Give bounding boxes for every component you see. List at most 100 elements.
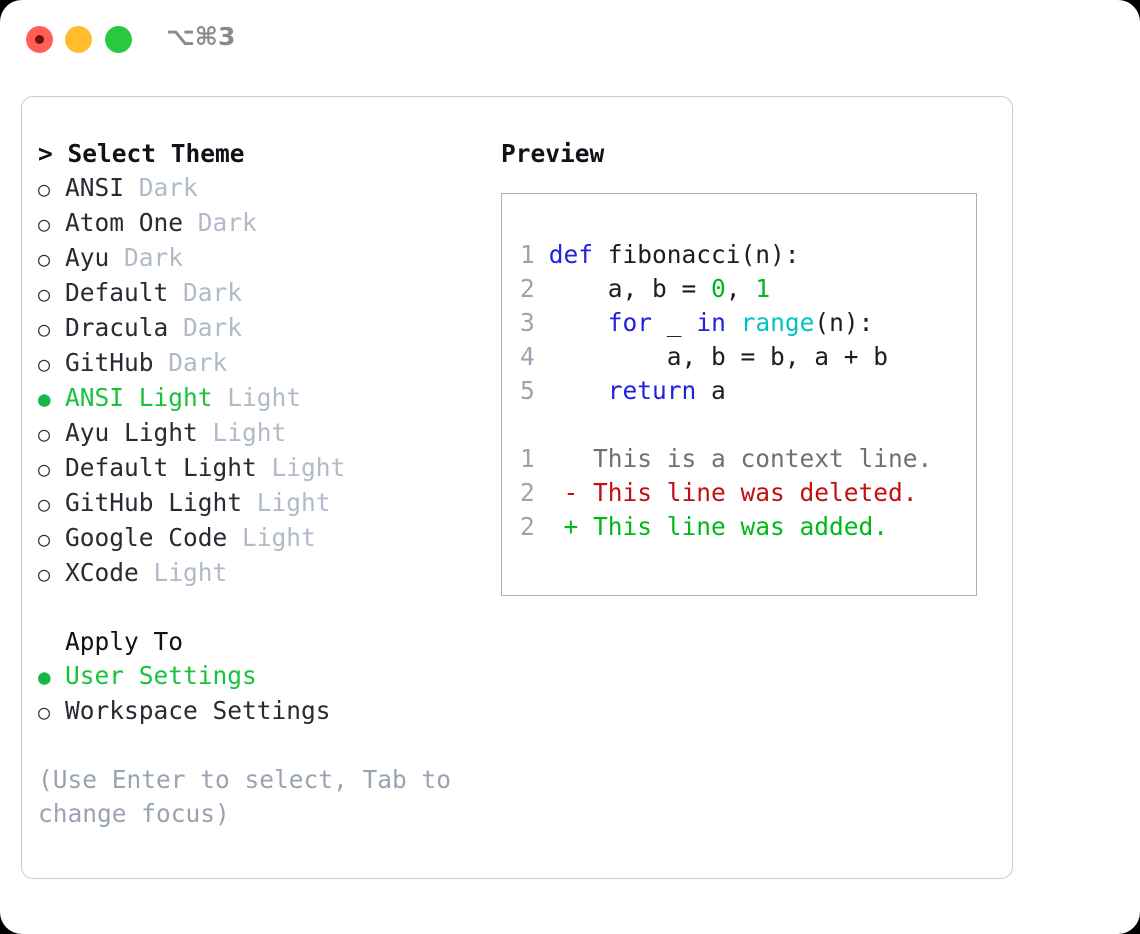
theme-option-badge: Light: [212, 418, 287, 447]
theme-list: ○ ANSI Dark ○ Atom One Dark ○ Ayu Dark ○ Defaul…: [38, 171, 478, 591]
list-spacer: [38, 591, 478, 625]
theme-picker-pane: > Select Theme ○ANSI Dark○Atom One Dark○…: [38, 137, 478, 831]
diff-line: 2 - This line was deleted.: [520, 476, 976, 510]
gutter-space: [534, 240, 549, 269]
theme-option-badge: Light: [227, 383, 302, 412]
theme-option-default-light[interactable]: ○ Default Light Light: [38, 451, 478, 486]
code-line: 4 a, b = b, a + b: [520, 340, 976, 374]
code-token: a, b =: [548, 274, 712, 303]
theme-option-badge: Dark: [124, 243, 184, 272]
apply-to-option-name: User Settings: [65, 661, 257, 690]
line-number: 3: [520, 308, 535, 337]
code-token: [549, 376, 608, 405]
diff-line-number: 1: [520, 444, 535, 473]
theme-option-name: Ayu: [65, 243, 125, 272]
apply-to-list: ● User Settings ○Workspace Settings: [38, 659, 478, 729]
radio-unselected-icon: ○: [38, 247, 51, 271]
gutter-space: [534, 342, 549, 371]
theme-option-google-code[interactable]: ○Google Code Light: [38, 521, 478, 556]
apply-to-option-user-settings[interactable]: ● User Settings: [38, 659, 478, 694]
diff-sample: 1 This is a context line.2 - This line w…: [520, 442, 976, 544]
diff-line-text: This is a context line.: [534, 444, 933, 473]
code-token: range: [740, 308, 815, 337]
title-bar: ⌥⌘3: [0, 0, 1140, 78]
code-token: [549, 308, 608, 337]
theme-option-atom-one[interactable]: ○Atom One Dark: [38, 206, 478, 241]
radio-unselected-icon: ○: [38, 562, 51, 586]
theme-option-name: GitHub: [65, 348, 169, 377]
theme-option-badge: Dark: [168, 348, 228, 377]
theme-option-dracula[interactable]: ○Dracula Dark: [38, 311, 478, 346]
theme-option-ayu-light[interactable]: ○Ayu Light Light: [38, 416, 478, 451]
theme-option-ansi[interactable]: ○ ANSI Dark: [38, 171, 478, 206]
theme-option-badge: Light: [256, 488, 331, 517]
preview-pane: Preview 1 def fibonacci(n):2 a, b = 0, 1…: [501, 137, 996, 596]
theme-option-badge: Dark: [183, 278, 243, 307]
theme-option-badge: Light: [242, 523, 316, 552]
theme-option-ayu[interactable]: ○ Ayu Dark: [38, 241, 478, 276]
code-token: 1: [755, 274, 771, 303]
theme-option-badge: Dark: [138, 173, 198, 202]
theme-option-github[interactable]: ○ GitHub Dark: [38, 346, 478, 381]
code-line: 5 return a: [520, 374, 976, 408]
code-token: return: [607, 376, 697, 405]
theme-option-name: GitHub Light: [65, 488, 257, 517]
apply-to-label: Apply To: [65, 627, 184, 656]
gutter-space: [534, 308, 549, 337]
radio-unselected-icon: ○: [38, 700, 51, 724]
select-theme-header: > Select Theme: [38, 139, 245, 168]
theme-option-name: Default Light: [65, 453, 272, 482]
dialog-frame: > Select Theme ○ANSI Dark○Atom One Dark○…: [21, 96, 1013, 879]
code-diff-spacer: [520, 408, 976, 442]
code-token: ,: [725, 274, 756, 303]
code-token: (n):: [814, 308, 874, 337]
line-number: 4: [520, 342, 535, 371]
radio-unselected-icon: ○: [38, 492, 51, 516]
code-token: [726, 308, 741, 337]
code-token: in: [696, 308, 726, 337]
code-token: fibonacci(n):: [607, 240, 800, 269]
radio-unselected-icon: ○: [38, 422, 51, 446]
theme-option-ansi-light[interactable]: ● ANSI Light Light: [38, 381, 478, 416]
keyboard-shortcut-label: ⌥⌘3: [166, 22, 236, 51]
theme-option-badge: Light: [271, 453, 346, 482]
code-token: def: [548, 240, 608, 269]
theme-option-default[interactable]: ○ Default Dark: [38, 276, 478, 311]
close-button[interactable]: [26, 26, 53, 53]
radio-unselected-icon: ○: [38, 317, 51, 341]
code-token: for: [607, 308, 653, 337]
radio-unselected-icon: ○: [38, 177, 51, 201]
diff-line-text: - This line was deleted.: [534, 478, 918, 507]
radio-unselected-icon: ○: [38, 282, 51, 306]
radio-unselected-icon: ○: [38, 527, 51, 551]
gutter-space: [534, 274, 549, 303]
code-token: a, b = b, a + b: [548, 342, 889, 371]
theme-option-name: XCode: [65, 558, 154, 587]
radio-unselected-icon: ○: [38, 352, 51, 376]
theme-option-name: Atom One: [65, 208, 198, 237]
minimize-button[interactable]: [65, 26, 92, 53]
radio-selected-icon: ●: [38, 387, 51, 411]
maximize-button[interactable]: [105, 26, 132, 53]
theme-option-name: Default: [65, 278, 184, 307]
theme-option-github-light[interactable]: ○ GitHub Light Light: [38, 486, 478, 521]
code-token: _: [652, 308, 697, 337]
apply-to-option-workspace-settings[interactable]: ○Workspace Settings: [38, 694, 478, 729]
diff-line: 2 + This line was added.: [520, 510, 976, 544]
gutter-space: [534, 376, 549, 405]
radio-unselected-icon: ○: [38, 457, 51, 481]
theme-option-name: Dracula: [65, 313, 184, 342]
keyboard-hint: (Use Enter to select, Tab to change focu…: [38, 765, 452, 828]
theme-option-xcode[interactable]: ○ XCode Light: [38, 556, 478, 591]
theme-option-name: ANSI: [65, 173, 139, 202]
line-number: 2: [520, 274, 535, 303]
diff-line-number: 2: [520, 512, 535, 541]
code-token: 0: [711, 274, 726, 303]
diff-line: 1 This is a context line.: [520, 442, 976, 476]
theme-option-name: ANSI Light: [65, 383, 228, 412]
radio-selected-icon: ●: [38, 665, 51, 689]
theme-option-badge: Light: [153, 558, 228, 587]
radio-unselected-icon: ○: [38, 212, 51, 236]
